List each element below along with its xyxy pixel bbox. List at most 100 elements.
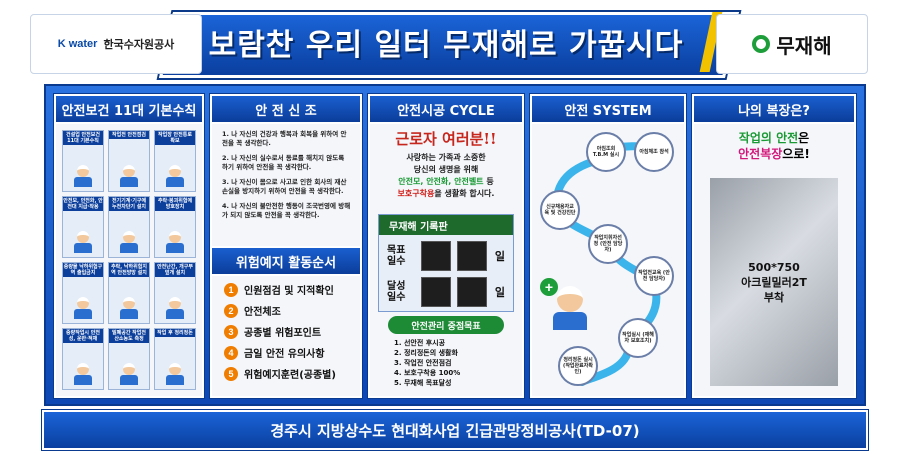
rule-cell: 밀폐공간 작업전 산소농도 측정 (108, 328, 150, 390)
step-number-badge: 1 (224, 282, 238, 297)
rule-cell: 추락, 낙하위험지역 안전방망 설치 (108, 262, 150, 324)
mujaehae-logo: 무재해 (716, 14, 868, 74)
kwater-logo-mark: K water (57, 38, 98, 50)
goal-item: 1. 선안전 후시공 (394, 339, 446, 347)
step-label: 공종별 위험포인트 (244, 328, 322, 339)
hazard-step: 1 인원점검 및 지적확인 (224, 282, 354, 297)
worker-icon (74, 297, 92, 319)
achieved-days-label: 달성 일수 (387, 281, 406, 303)
system-node: 작업전교육 (안전 담당자) (634, 256, 674, 296)
message-line: 보호구착용을 생활화 합시다. (397, 189, 495, 198)
subsection-title: 위험예지 활동순서 (212, 246, 360, 276)
rule-cell: 안전난간, 개구부 덮개 설치 (154, 262, 196, 324)
rule-caption: 중량작업시 안전성, 운반·적재 (63, 329, 103, 343)
green-cross-icon: + (540, 278, 558, 296)
cycle-heading: 근로자 여러분!! (395, 130, 497, 148)
digit-slot (420, 277, 451, 307)
rule-caption: 추락, 낙하위험지역 안전방망 설치 (109, 263, 149, 277)
day-unit: 일 (494, 250, 505, 263)
hazard-step: 4 금일 안전 유의사항 (224, 345, 354, 360)
ppe-highlight: 보호구착용 (397, 189, 435, 198)
no-accident-record-board: 무재해 기록판 목표 일수 일 달성 일수 일 (378, 214, 514, 312)
message-line: 안전모, 안전화, 안전벨트 등 (398, 177, 494, 186)
panel-my-attire: 나의 복장은? 작업의 안전은 안전복장으로! 500*750 아크릴밀러2T … (692, 94, 856, 398)
worker-icon (120, 363, 138, 385)
rule-caption: 작업 후 정리정돈 (155, 329, 195, 337)
panel-title: 안전시공 CYCLE (370, 96, 522, 124)
rule-cell: 작업전 안전점검 (108, 130, 150, 192)
creed-item: 1. 나 자신의 건강과 행복과 회복을 위하여 안전을 꼭 생각한다. (222, 130, 347, 147)
worker-icon (120, 165, 138, 187)
rule-grid: 건설업 안전보건 11대 기본수칙 작업전 안전점검 작업장 안전통로 확보 안… (62, 130, 196, 390)
slogan-highlight: 작업의 안전 (738, 131, 799, 145)
system-node: 작업실시 (재해자 보호조치) (618, 318, 658, 358)
panel-safety-system: 안전 SYSTEM 아침조회 T.B.M 실시 아침체조 참석 신규채용자교육 … (530, 94, 686, 398)
rule-cell: 작업 후 정리정돈 (154, 328, 196, 390)
step-label: 인원점검 및 지적확인 (244, 286, 334, 297)
attire-slogan: 작업의 안전은 안전복장으로! (738, 131, 810, 161)
digit-slot (456, 277, 487, 307)
rule-caption: 작업전 안전점검 (109, 131, 149, 139)
system-node: 아침체조 참석 (634, 132, 674, 172)
worker-mascot-icon (552, 286, 588, 330)
goal-list: 1. 선안전 후시공 2. 정리정돈의 생활화 3. 작업전 안전점검 4. 보… (394, 338, 460, 388)
panel-title: 안 전 신 조 (212, 96, 360, 124)
creed-item: 3. 나 자신이 몸으로 사고로 인한 회사의 재산 손실을 방지하기 위하여 … (222, 178, 347, 195)
rule-cell: 작업장 안전통로 확보 (154, 130, 196, 192)
goal-title: 안전관리 중점목표 (388, 316, 504, 334)
worker-icon (74, 363, 92, 385)
rule-caption: 추락·붕괴위험에 방호장치 (155, 197, 195, 211)
rule-caption: 전기기계·기구에 누전차단기 설치 (109, 197, 149, 211)
system-node: 작업지휘자선정 (안전 담당자) (588, 224, 628, 264)
worker-icon (166, 297, 184, 319)
kwater-logo: K water 한국수자원공사 (30, 14, 202, 74)
rule-cell: 안전모, 안전화, 안전대 지급·착용 (62, 196, 104, 258)
worker-icon (166, 231, 184, 253)
mirror-note: 부착 (763, 290, 785, 304)
rule-caption: 안전난간, 개구부 덮개 설치 (155, 263, 195, 277)
goal-item: 3. 작업전 안전점검 (394, 359, 452, 367)
mirror-size: 500*750 (748, 260, 800, 274)
panel-title: 안전보건 11대 기본수칙 (56, 96, 202, 124)
worker-icon (120, 231, 138, 253)
digit-slot (456, 241, 487, 271)
day-unit: 일 (494, 286, 505, 299)
worker-icon (74, 231, 92, 253)
system-node: 아침조회 T.B.M 실시 (586, 132, 626, 172)
creed-item: 2. 나 자신의 실수로서 동료를 해치지 않도록 하기 위하여 안전을 꼭 생… (222, 154, 345, 171)
creed-item: 4. 나 자신의 불안전한 행동이 조국번영에 방해가 되지 않도록 안전을 꼭… (222, 202, 351, 219)
panel-safety-rules: 안전보건 11대 기본수칙 건설업 안전보건 11대 기본수칙 작업전 안전점검… (54, 94, 204, 398)
system-node: 신규채용자교육 및 건강진단 (540, 190, 580, 230)
record-title: 무재해 기록판 (379, 215, 513, 235)
worker-icon (166, 165, 184, 187)
worker-icon (74, 165, 92, 187)
digit-slot (420, 241, 451, 271)
step-label: 위험예지훈련(공종별) (244, 370, 336, 381)
panel-title: 나의 복장은? (694, 96, 854, 124)
rule-caption: 건설업 안전보건 11대 기본수칙 (63, 131, 103, 145)
message-line: 사랑하는 가족과 소중한 (406, 153, 486, 162)
rule-cell: 중량작업시 안전성, 운반·적재 (62, 328, 104, 390)
rule-cell: 중량물 낙하위험구역 출입금지 (62, 262, 104, 324)
page-title: 보람찬 우리 일터 무재해로 가꿉시다 (208, 28, 684, 63)
achieved-days-row: 달성 일수 일 (387, 277, 505, 307)
rule-caption: 작업장 안전통로 확보 (155, 131, 195, 145)
goal-item: 5. 무재해 목표달성 (394, 379, 452, 387)
main-area: 안전보건 11대 기본수칙 건설업 안전보건 11대 기본수칙 작업전 안전점검… (44, 84, 866, 406)
kwater-logo-text: 한국수자원공사 (103, 38, 175, 51)
rule-cell: 건설업 안전보건 11대 기본수칙 (62, 130, 104, 192)
slogan-highlight: 안전복장 (738, 147, 783, 161)
target-days-row: 목표 일수 일 (387, 241, 505, 271)
step-label: 금일 안전 유의사항 (244, 349, 325, 360)
panel-title: 안전 SYSTEM (532, 96, 684, 124)
goal-item: 2. 정리정돈의 생활화 (394, 349, 458, 357)
panel-safety-creed: 안 전 신 조 1. 나 자신의 건강과 행복과 회복을 위하여 안전을 꼭 생… (210, 94, 362, 398)
panel-safety-cycle: 안전시공 CYCLE 근로자 여러분!! 사랑하는 가족과 소중한 당신의 생명… (368, 94, 524, 398)
step-number-badge: 4 (224, 345, 238, 360)
creed-list: 1. 나 자신의 건강과 행복과 회복을 위하여 안전을 꼭 생각한다. 2. … (222, 130, 352, 226)
step-number-badge: 2 (224, 303, 238, 318)
